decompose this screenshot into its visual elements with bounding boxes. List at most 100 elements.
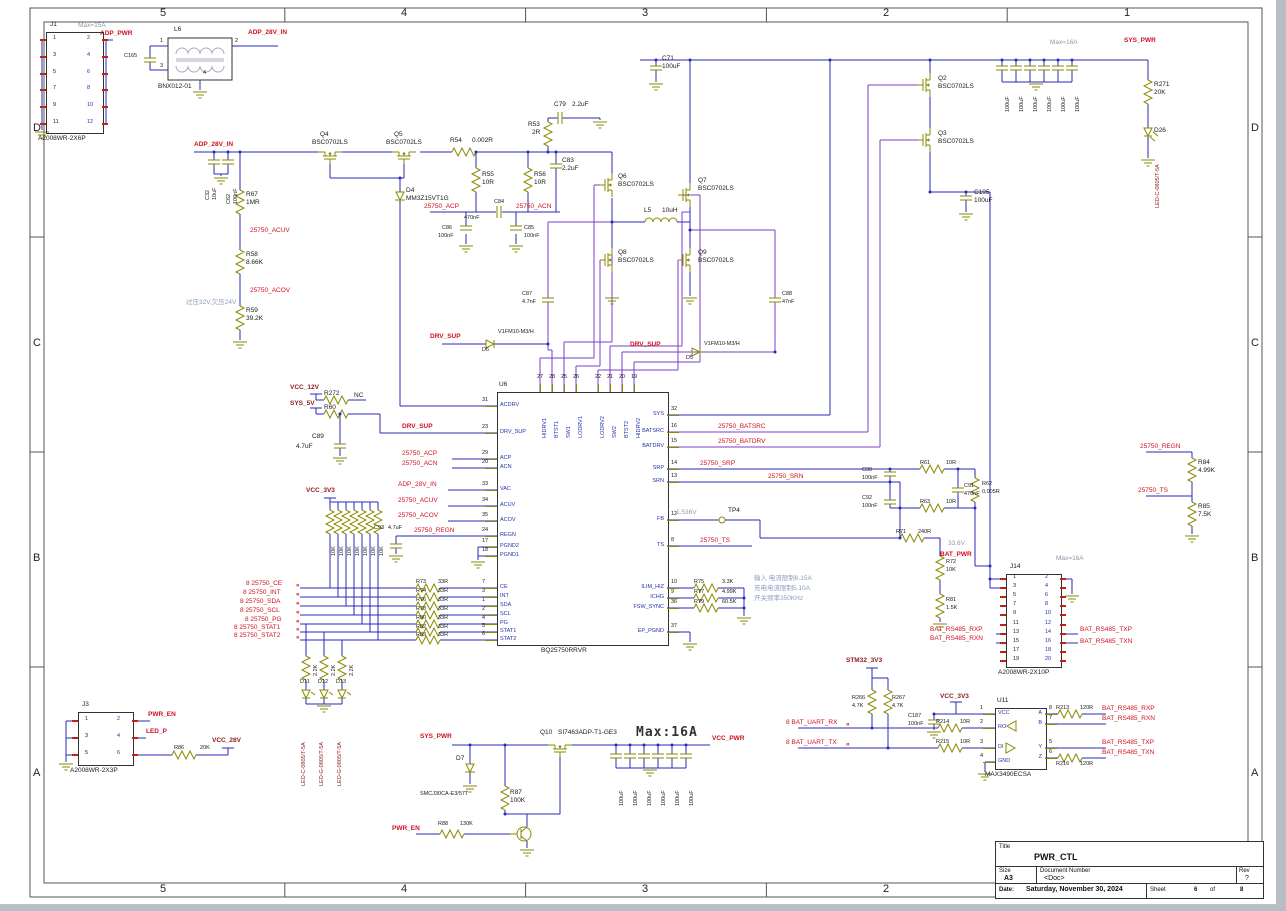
refdes: U11 bbox=[997, 697, 1009, 704]
offpage-arrow: « bbox=[296, 609, 300, 616]
zone-label: 3 bbox=[642, 7, 649, 19]
zone-label: D bbox=[1251, 122, 1259, 134]
connector-pin bbox=[1000, 577, 1006, 580]
refdes: R215 bbox=[936, 739, 950, 745]
component-glyphs bbox=[144, 57, 1159, 842]
part-number: SMCJ30CA-E3/57T bbox=[420, 791, 469, 797]
refdes: C187 bbox=[908, 713, 922, 719]
net-label: VCC_3V3 bbox=[306, 487, 335, 494]
net-label: 25750_ACP bbox=[424, 203, 460, 210]
pin-name: ICHG bbox=[650, 594, 664, 600]
value: NC bbox=[354, 392, 364, 399]
ic-pin bbox=[485, 490, 497, 491]
zone-label: B bbox=[33, 552, 41, 564]
connector-pin bbox=[1000, 614, 1006, 617]
net-label: 25750_REGN bbox=[1140, 443, 1181, 450]
refdes: R78 bbox=[416, 606, 427, 612]
connector-pin bbox=[40, 122, 46, 125]
net-label: 25750_ACOV bbox=[250, 287, 291, 294]
pin-name: HIDRV2 bbox=[636, 417, 642, 438]
value: 33R bbox=[438, 615, 449, 621]
ic-pin bbox=[667, 520, 679, 521]
refdes: R87 bbox=[510, 789, 522, 796]
pin-number: 10 bbox=[1045, 610, 1052, 617]
pin-name: ACUV bbox=[500, 502, 516, 508]
refdes: R81 bbox=[946, 597, 957, 603]
refdes: D5 bbox=[686, 355, 694, 361]
ic-pin bbox=[667, 608, 679, 609]
value: 10K bbox=[339, 546, 345, 556]
value: 2.2uF bbox=[572, 101, 589, 108]
ic-u11[interactable] bbox=[995, 708, 1047, 770]
pin-number: 6 bbox=[1049, 749, 1053, 755]
refdes: R71 bbox=[896, 529, 907, 535]
pin-number: 10 bbox=[671, 579, 678, 585]
ic-pin bbox=[485, 640, 497, 641]
refdes: C195 bbox=[974, 189, 990, 196]
pin-name: SW1 bbox=[566, 426, 572, 438]
connector-j3[interactable] bbox=[78, 712, 134, 766]
zone-label: 1 bbox=[1124, 7, 1131, 19]
ic-u6[interactable] bbox=[497, 392, 669, 646]
net-label: BAT_RS485_TXP bbox=[1102, 739, 1154, 746]
net-label: LED_P bbox=[146, 728, 167, 735]
value: 10R bbox=[946, 460, 957, 466]
ic-pin bbox=[485, 506, 497, 507]
net-label: SYS_5V bbox=[290, 400, 315, 407]
zone-label: 2 bbox=[883, 7, 890, 19]
part-number: BSC0702LS bbox=[312, 139, 348, 146]
pin-name: SW2 bbox=[612, 426, 618, 438]
pin-number: 2 bbox=[1045, 573, 1049, 580]
pin-name: SYS bbox=[652, 411, 664, 417]
refdes: C32 bbox=[205, 189, 211, 200]
pin-name: SDA bbox=[500, 602, 512, 608]
pin-number: 16 bbox=[671, 423, 678, 429]
wires-purple bbox=[539, 84, 918, 448]
refdes: R271 bbox=[1154, 81, 1170, 88]
pin-number: 17 bbox=[482, 538, 489, 544]
net-label: 25750_BATDRV bbox=[718, 438, 766, 445]
net-label: ADP_PWR bbox=[100, 30, 133, 37]
refdes: D7 bbox=[456, 755, 465, 762]
ic-pin bbox=[485, 632, 497, 633]
pin-name: BATDRV bbox=[642, 443, 664, 449]
net-label: VCC_28V bbox=[212, 737, 241, 744]
net-label: 25750_ACN bbox=[516, 203, 552, 210]
part-number: BQ25750RRVR bbox=[541, 647, 587, 654]
pin-number: 6 bbox=[117, 750, 121, 757]
value: 0.002R bbox=[472, 137, 493, 144]
pin-number: 23 bbox=[482, 424, 489, 430]
ic-pin bbox=[667, 632, 679, 633]
refdes: C93 bbox=[374, 525, 385, 531]
pin-number: 15 bbox=[1013, 638, 1020, 644]
pin-number: 20 bbox=[1045, 656, 1052, 663]
connector-j14[interactable] bbox=[1006, 574, 1062, 668]
refdes: R55 bbox=[482, 171, 494, 178]
ic-pin bbox=[610, 384, 611, 392]
part-number: BSC0702LS bbox=[386, 139, 422, 146]
connector-pin bbox=[40, 89, 46, 92]
connector-pin bbox=[72, 719, 78, 722]
size-value: A3 bbox=[1004, 875, 1013, 882]
pin-name: ACOV bbox=[500, 517, 516, 523]
part-number: LED-C-0805/T-5A bbox=[301, 742, 307, 786]
pin-number: 11 bbox=[1013, 619, 1019, 626]
pin-number: 21 bbox=[607, 374, 614, 380]
refdes: U6 bbox=[499, 381, 508, 388]
refdes: R56 bbox=[534, 171, 546, 178]
net-label: ADP_28V_IN bbox=[398, 481, 437, 488]
refdes: Q7 bbox=[698, 177, 707, 184]
part-number: SI7463ADP-T1-GE3 bbox=[558, 729, 617, 736]
ic-pin bbox=[485, 624, 497, 625]
refdes: L6 bbox=[174, 26, 182, 33]
offpage-arrow: « bbox=[296, 634, 300, 641]
pin-number: 8 bbox=[87, 85, 91, 92]
pin-name: LODRV2 bbox=[600, 416, 606, 438]
connector-j1[interactable] bbox=[46, 32, 104, 134]
zone-label: 5 bbox=[160, 883, 167, 895]
pin-number: 12 bbox=[671, 511, 678, 517]
connector-pin bbox=[1060, 614, 1066, 617]
connector-pin bbox=[1000, 651, 1006, 654]
ic-pin bbox=[1045, 758, 1057, 759]
